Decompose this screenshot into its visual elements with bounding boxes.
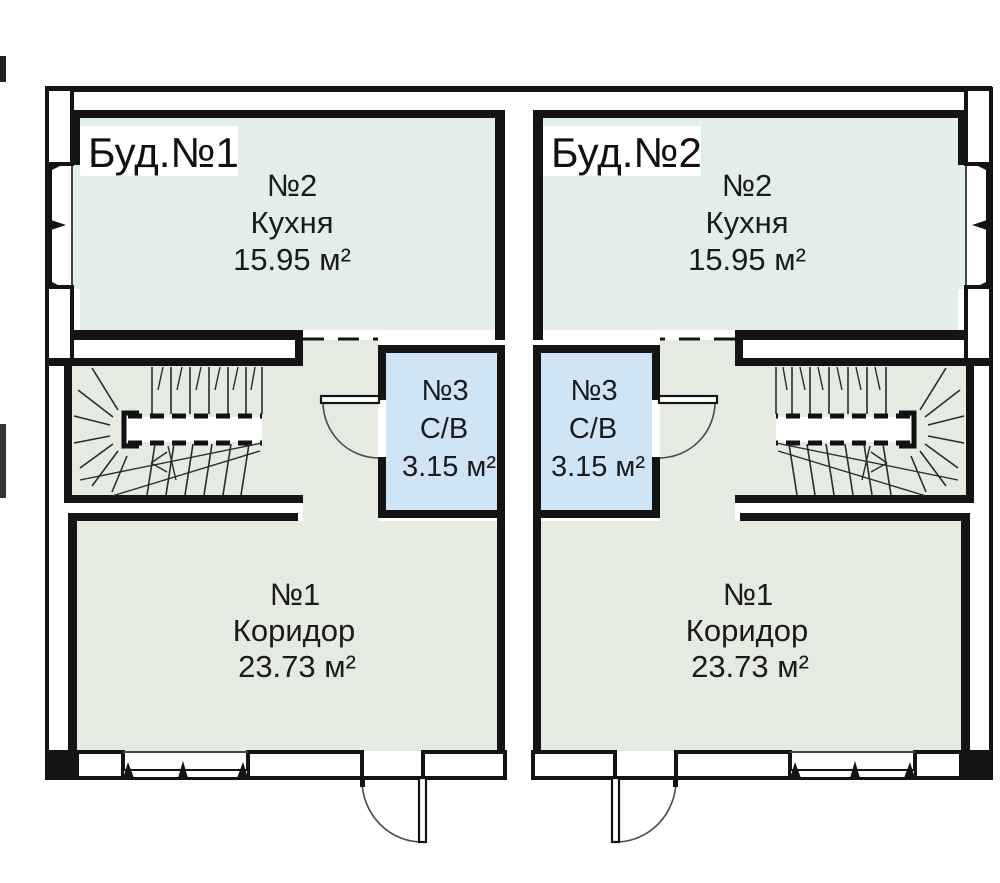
svg-text:№2: №2 (267, 168, 318, 203)
unit-2-title: Буд.№2 (551, 129, 702, 176)
svg-text:Коридор: Коридор (686, 613, 808, 648)
unit-2-bathroom-label: №3 С/В 3.15 м² (551, 375, 645, 483)
unit-2-title-box (543, 126, 701, 176)
svg-text:№1: №1 (270, 577, 321, 612)
svg-text:Кухня: Кухня (251, 205, 334, 240)
svg-text:Кухня: Кухня (706, 205, 789, 240)
svg-text:№2: №2 (722, 168, 773, 203)
unit-1-title: Буд.№1 (88, 129, 239, 176)
svg-text:С/В: С/В (569, 413, 617, 445)
svg-text:№1: №1 (723, 577, 774, 612)
unit-1-title-box (80, 126, 238, 176)
svg-text:№3: №3 (421, 375, 468, 407)
svg-text:С/В: С/В (420, 413, 468, 445)
svg-text:Коридор: Коридор (233, 613, 355, 648)
svg-text:15.95 м²: 15.95 м² (233, 242, 351, 277)
unit-1-kitchen-label: №2 Кухня 15.95 м² (233, 168, 351, 277)
edge-artifact-1 (0, 56, 6, 82)
svg-text:23.73 м²: 23.73 м² (691, 649, 809, 684)
svg-text:23.73 м²: 23.73 м² (238, 649, 356, 684)
svg-text:3.15 м²: 3.15 м² (402, 451, 496, 483)
edge-artifact-2 (0, 424, 6, 498)
unit-2-kitchen-label: №2 Кухня 15.95 м² (688, 168, 806, 277)
unit-1-bathroom-label: №3 С/В 3.15 м² (402, 375, 496, 483)
svg-text:№3: №3 (570, 375, 617, 407)
unit-2-corridor-label: №1 Коридор 23.73 м² (686, 577, 809, 684)
svg-text:15.95 м²: 15.95 м² (688, 242, 806, 277)
svg-text:3.15 м²: 3.15 м² (551, 451, 645, 483)
outer-wall-top (45, 86, 992, 92)
unit-1-corridor-label: №1 Коридор 23.73 м² (233, 577, 356, 684)
